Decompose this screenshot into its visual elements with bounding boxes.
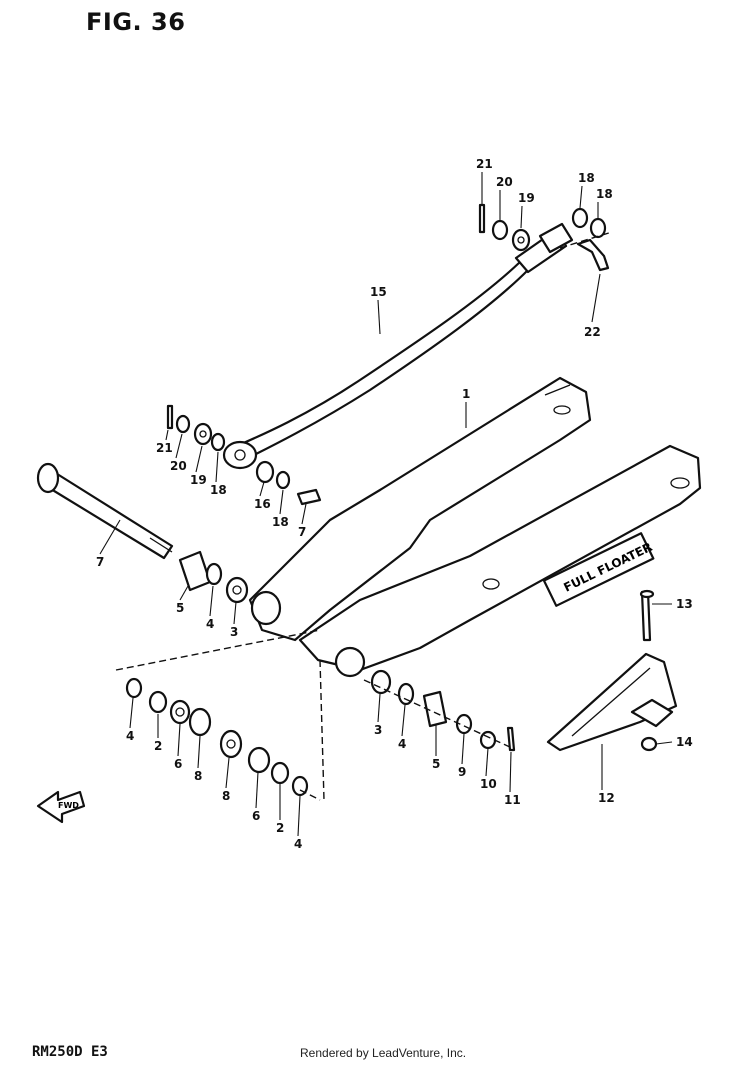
leader-line xyxy=(209,585,214,617)
callout-18c: 18 xyxy=(210,483,227,497)
callout-4a: 4 xyxy=(126,729,134,743)
fwd-label: FWD xyxy=(58,801,79,810)
callout-4b: 4 xyxy=(206,617,214,631)
model-code: RM250D E3 xyxy=(32,1044,108,1060)
callout-2b: 2 xyxy=(276,821,284,835)
callout-13: 13 xyxy=(676,597,693,611)
callout-8a: 8 xyxy=(194,769,202,783)
callout-21b: 21 xyxy=(156,441,173,455)
callout-6a: 6 xyxy=(174,757,182,771)
figure-title: FIG. 36 xyxy=(86,8,186,36)
callout-12: 12 xyxy=(598,791,615,805)
callout-5a: 5 xyxy=(176,601,184,615)
callout-20b: 20 xyxy=(170,459,187,473)
callout-20a: 20 xyxy=(496,175,513,189)
leader-line xyxy=(509,751,512,793)
leader-line xyxy=(99,519,121,555)
leader-line xyxy=(579,185,583,209)
leader-line xyxy=(401,704,406,737)
chain-guide xyxy=(546,589,678,752)
leader-line xyxy=(377,299,381,335)
leader-line xyxy=(461,733,465,765)
leader-line xyxy=(377,693,381,723)
callout-3a: 3 xyxy=(230,625,238,639)
leader-line xyxy=(215,451,219,483)
left-bushings xyxy=(125,550,309,797)
fwd-arrow-icon: FWD xyxy=(36,790,86,824)
torque-rod xyxy=(222,222,574,470)
leader-line xyxy=(485,747,489,777)
callout-2a: 2 xyxy=(154,739,162,753)
leader-line xyxy=(301,503,307,525)
leader-line xyxy=(177,723,181,757)
leader-line xyxy=(129,697,134,729)
lower-rod-fasteners xyxy=(166,404,322,506)
callout-3b: 3 xyxy=(374,723,382,737)
leader-line xyxy=(259,481,265,497)
callout-19a: 19 xyxy=(518,191,535,205)
leader-line xyxy=(175,433,183,459)
swingarm: FULL FLOATER xyxy=(248,376,702,678)
callout-11: 11 xyxy=(504,793,521,807)
top-fasteners xyxy=(478,203,613,272)
leader-line xyxy=(297,795,301,837)
callout-18b: 18 xyxy=(596,187,613,201)
callout-6b: 6 xyxy=(252,809,260,823)
callout-10: 10 xyxy=(480,777,497,791)
callout-18a: 18 xyxy=(578,171,595,185)
callout-9: 9 xyxy=(458,765,466,779)
leader-line xyxy=(197,735,201,769)
leader-line xyxy=(233,601,237,625)
leader-line xyxy=(655,741,673,745)
callout-19b: 19 xyxy=(190,473,207,487)
callout-22: 22 xyxy=(584,325,601,339)
callout-16: 16 xyxy=(254,497,271,511)
leader-line xyxy=(591,273,601,323)
callout-21a: 21 xyxy=(476,157,493,171)
assembly-lines xyxy=(115,629,513,801)
callout-14: 14 xyxy=(676,735,693,749)
pivot-shaft xyxy=(36,462,174,560)
callout-4c: 4 xyxy=(398,737,406,751)
callout-15: 15 xyxy=(370,285,387,299)
leader-lines xyxy=(99,172,673,837)
callout-7b: 7 xyxy=(298,525,306,539)
leader-line xyxy=(179,585,189,601)
callout-5b: 5 xyxy=(432,757,440,771)
leader-line xyxy=(279,489,284,515)
callout-1: 1 xyxy=(462,387,470,401)
leader-line xyxy=(255,771,259,809)
render-credit: Rendered by LeadVenture, Inc. xyxy=(300,1046,467,1060)
callout-4d: 4 xyxy=(294,837,302,851)
leader-line xyxy=(165,429,169,441)
right-bushings xyxy=(370,669,516,752)
leader-line xyxy=(225,757,230,789)
callout-7a: 7 xyxy=(96,555,104,569)
leader-line xyxy=(195,445,203,473)
callout-8b: 8 xyxy=(222,789,230,803)
callout-18d: 18 xyxy=(272,515,289,529)
leader-line xyxy=(520,205,523,229)
